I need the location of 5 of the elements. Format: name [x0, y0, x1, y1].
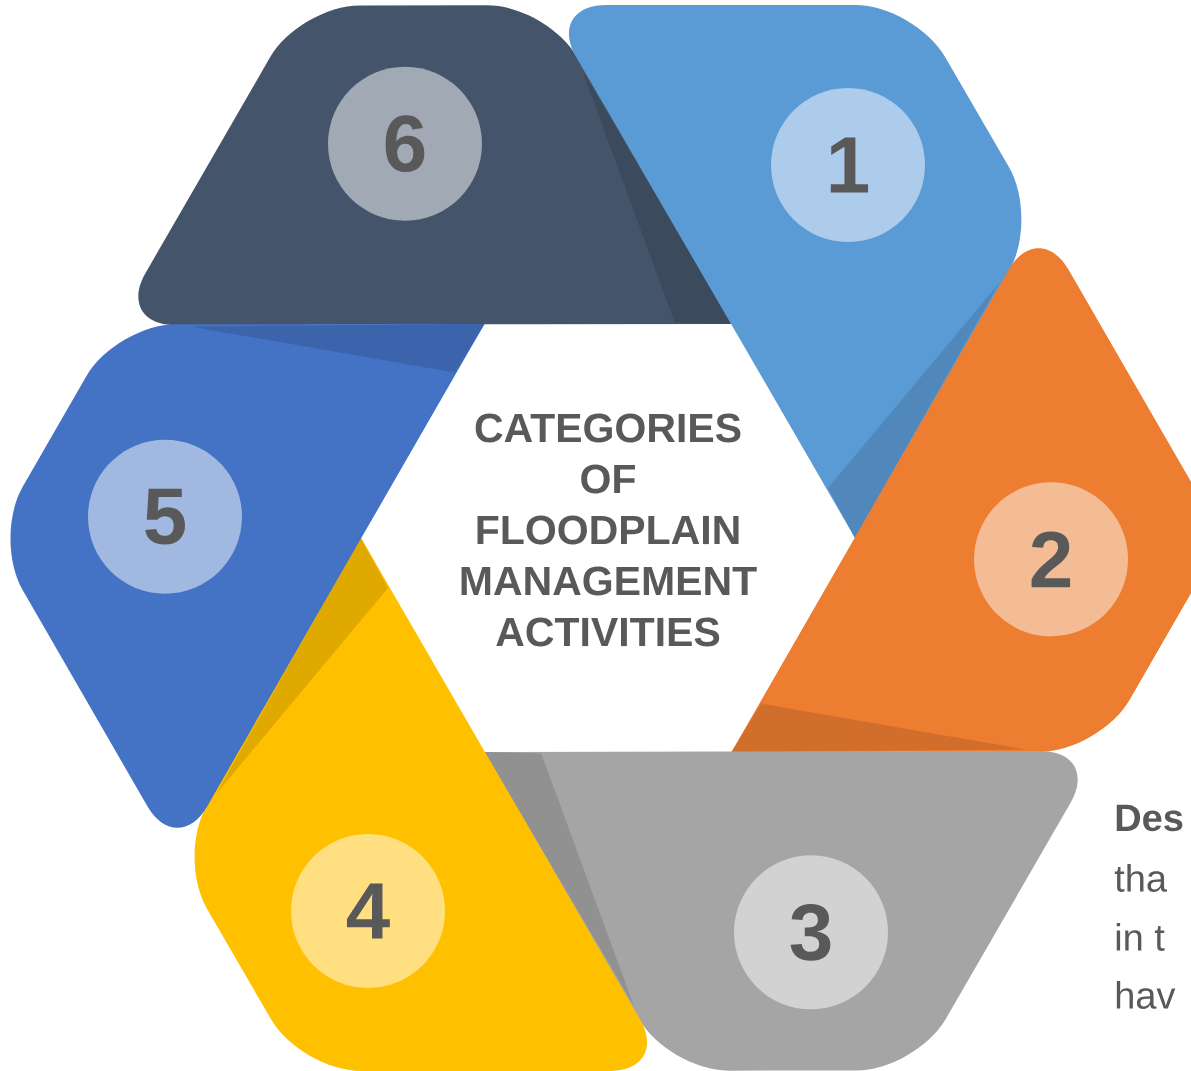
text-line: Des: [1116, 804, 1183, 832]
text-line: tha: [1114, 864, 1168, 892]
center-hexagon: CATEGORIES OF FLOODPLAIN MANAGEMENT ACTIVITIES: [366, 356, 850, 720]
text-line: in t: [1116, 923, 1165, 951]
text-line: hav: [1116, 981, 1176, 1009]
